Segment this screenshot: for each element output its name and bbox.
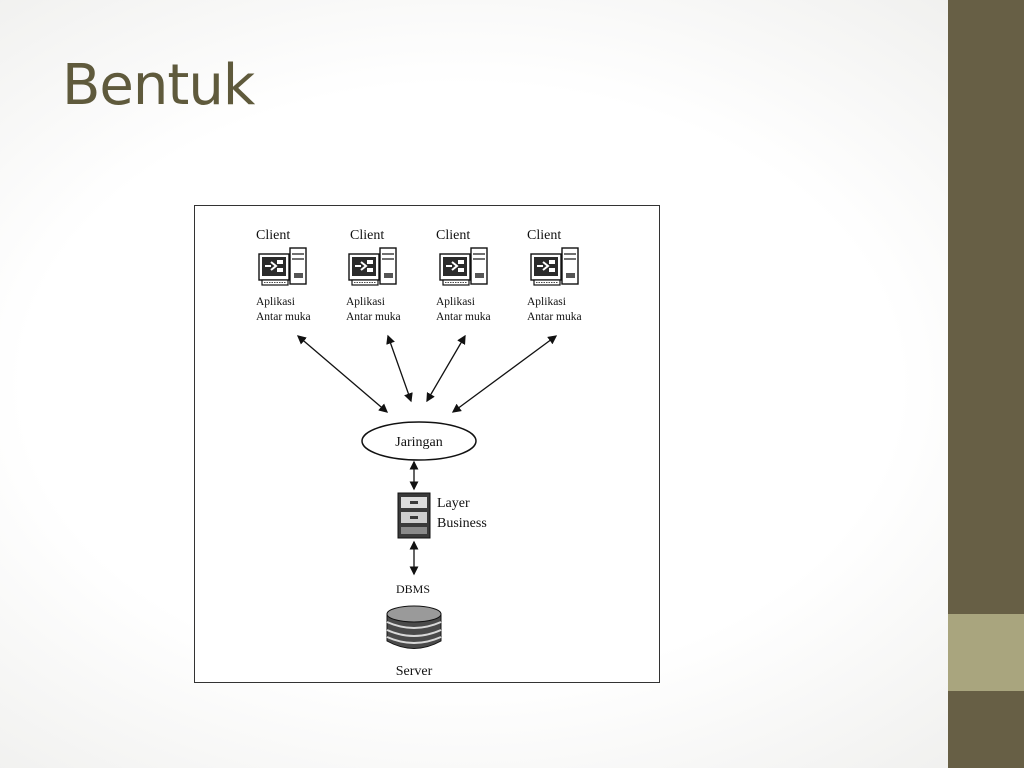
sidebar-accent-block: [948, 614, 1024, 691]
client-label: Client: [527, 228, 561, 243]
slide-title: Bentuk: [62, 53, 255, 118]
client-computer-icon: [530, 247, 579, 286]
client-app-line-2: Antar muka: [527, 311, 582, 323]
dbms-label: DBMS: [396, 582, 430, 596]
client-node-3: Client Aplikasi Antar muka: [436, 228, 491, 323]
client-computer-icon: [439, 247, 488, 286]
client-1-network-arrow: [296, 335, 389, 413]
client-app-line-1: Aplikasi: [436, 296, 475, 308]
client-2-network-arrow: [386, 334, 413, 403]
server-label: Server: [396, 664, 433, 679]
client-app-line-1: Aplikasi: [527, 296, 566, 308]
client-app-line-2: Antar muka: [346, 311, 401, 323]
client-computer-icon: [348, 247, 397, 286]
client-4-network-arrow: [451, 335, 558, 413]
client-node-4: Client Aplikasi Antar muka: [527, 228, 582, 323]
client-app-line-2: Antar muka: [256, 311, 311, 323]
client-app-line-1: Aplikasi: [256, 296, 295, 308]
business-layer-line-2: Business: [437, 516, 487, 531]
client-computer-icon: [258, 247, 307, 286]
database-stack-icon: [386, 605, 442, 649]
client-label: Client: [350, 228, 384, 243]
business-server-icon: [397, 492, 431, 539]
client-label: Client: [256, 228, 290, 243]
network-ellipse: [361, 421, 477, 461]
architecture-diagram: Client Aplikasi Antar muka Client Aplika…: [194, 205, 660, 683]
client-app-line-2: Antar muka: [436, 311, 491, 323]
business-layer-line-1: Layer: [437, 496, 470, 511]
network-label: Jaringan: [395, 435, 442, 450]
client-node-1: Client Aplikasi Antar muka: [256, 228, 311, 323]
client-node-2: Client Aplikasi Antar muka: [346, 228, 401, 323]
client-label: Client: [436, 228, 470, 243]
client-3-network-arrow: [426, 334, 466, 403]
client-app-line-1: Aplikasi: [346, 296, 385, 308]
